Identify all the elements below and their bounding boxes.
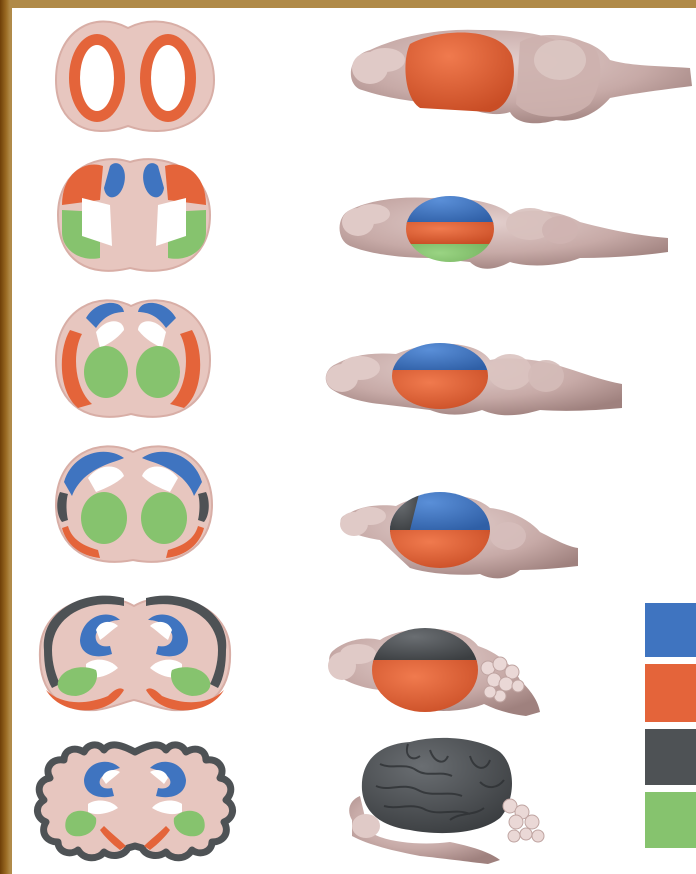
lateral-brain-5 <box>328 626 540 716</box>
legend-swatch-blue <box>645 603 696 657</box>
legend-swatch-orange <box>645 664 696 722</box>
coronal-section-1 <box>56 21 214 131</box>
coronal-section-4 <box>56 446 212 562</box>
coronal-section-3 <box>56 300 210 416</box>
legend <box>645 603 696 848</box>
legend-swatch-dark-gray <box>645 729 696 785</box>
lateral-brain-1 <box>351 30 692 124</box>
lateral-brain-2 <box>340 190 669 274</box>
lateral-brain-3 <box>326 340 622 415</box>
lateral-brain-6 <box>349 738 544 864</box>
legend-swatch-green <box>645 792 696 848</box>
coronal-section-2 <box>58 159 210 271</box>
coronal-section-5 <box>40 596 230 711</box>
lateral-brain-4 <box>340 490 578 578</box>
coronal-section-6 <box>37 745 232 858</box>
